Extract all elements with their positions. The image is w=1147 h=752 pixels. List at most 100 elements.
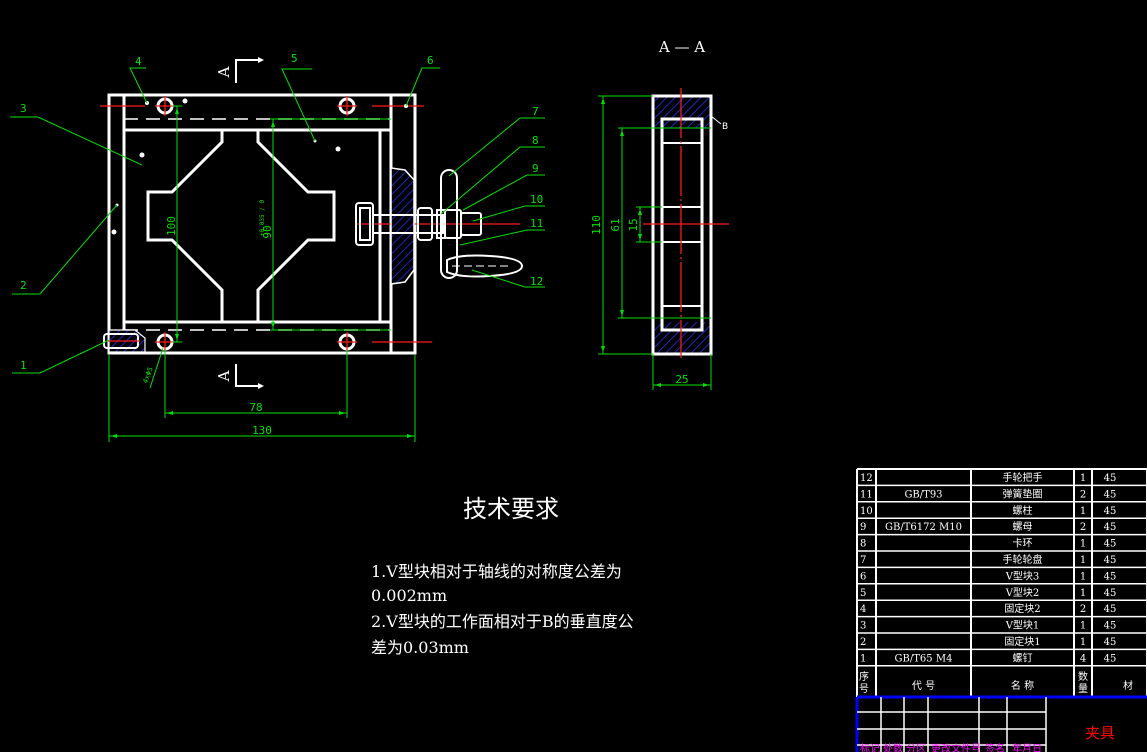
bom-cell-no: 3	[860, 621, 866, 632]
bom-cell-name: 手轮把手	[1003, 471, 1043, 484]
tb-label: 处数	[883, 742, 903, 752]
dim-section-61: 61	[609, 218, 622, 231]
leader-label-5: 5	[291, 52, 298, 65]
leader-label-3: 3	[20, 102, 27, 115]
bom-header-no: 号	[859, 683, 869, 695]
bom-cell-name: 螺母	[1013, 521, 1033, 533]
bom-cell-no: 5	[860, 588, 866, 599]
handwheel-disc	[440, 169, 458, 279]
leader-label-10: 10	[530, 193, 543, 206]
dim-vblock-tolerance: +0.035 / 0	[259, 200, 266, 237]
section-marker-top: A	[215, 57, 264, 83]
leader-label-1: 1	[20, 359, 27, 372]
leader-label-11: 11	[530, 217, 543, 230]
tb-label: 更改文件号	[931, 742, 981, 752]
bom-cell-qty: 2	[1080, 522, 1086, 533]
tech-req-title: 技术要求	[463, 495, 559, 523]
technical-requirements: 技术要求 1.V型块相对于轴线的对称度公差为 0.002mm 2.V型块的工作面…	[371, 495, 634, 657]
bom-cell-material: 45	[1104, 506, 1117, 517]
bom-cell-material: 45	[1104, 571, 1117, 582]
dim-height-100: 100	[165, 216, 178, 236]
section-marker-bottom: A	[215, 364, 264, 389]
tech-req-line: 差为0.03mm	[371, 638, 469, 657]
bom-cell-name: 螺柱	[1013, 504, 1033, 517]
bom-cell-name: V型块3	[1005, 569, 1040, 582]
bom-cell-qty: 1	[1080, 571, 1086, 582]
bom-cell-name: 弹簧垫圈	[1003, 487, 1043, 500]
bom-cell-name: V型块1	[1005, 619, 1040, 632]
bom-cell-material: 45	[1104, 539, 1117, 550]
leader-label-8: 8	[532, 134, 539, 147]
bom-cell-material: 45	[1104, 473, 1117, 484]
leader-label-6: 6	[427, 54, 434, 67]
bom-cell-no: 6	[860, 571, 866, 582]
bom-cell-code: GB/T6172 M10	[885, 522, 962, 533]
front-view	[100, 93, 524, 355]
bom-cell-qty: 1	[1080, 473, 1086, 484]
dim-overall-130: 130	[252, 424, 272, 437]
bom-cell-material: 45	[1104, 604, 1117, 615]
bom-cell-name: V型块2	[1005, 586, 1040, 599]
bom-header-qty: 量	[1078, 683, 1088, 695]
bom-cell-qty: 4	[1080, 653, 1086, 664]
dim-hole-spacing-78: 78	[249, 401, 262, 414]
leader-label-4: 4	[135, 55, 142, 68]
tech-req-line: 1.V型块相对于轴线的对称度公差为	[371, 562, 622, 581]
bom-cell-no: 8	[860, 539, 866, 550]
bom-cell-no: 12	[860, 473, 873, 484]
datum-label: B	[722, 122, 728, 132]
title-block: 夹具 标记 处数 分区 更改文件号 签名 年月日	[855, 695, 1147, 752]
leader-lines	[10, 67, 545, 374]
bom-cell-qty: 1	[1080, 637, 1086, 648]
bom-cell-material: 45	[1104, 555, 1117, 566]
section-marker-label: A	[215, 370, 233, 382]
section-marker-label: A	[215, 66, 233, 78]
bom-cell-qty: 1	[1080, 621, 1086, 632]
bom-header-no: 序	[859, 670, 869, 683]
clamp-boss	[390, 167, 415, 285]
handwheel-handle	[446, 254, 524, 278]
bom-header-name: 名 称	[1011, 679, 1034, 692]
section-title: A — A	[658, 38, 705, 56]
bom-cell-no: 1	[860, 653, 866, 664]
section-view	[643, 88, 729, 358]
bom-cell-name: 固定块1	[1004, 635, 1040, 648]
tb-label: 分区	[906, 743, 926, 752]
bom-cell-qty: 2	[1080, 604, 1086, 615]
tb-label: 年月日	[1012, 742, 1042, 752]
bom-cell-qty: 1	[1080, 506, 1086, 517]
clamp-screw-assembly	[355, 169, 524, 279]
bom-cell-material: 45	[1104, 653, 1117, 664]
bom-cell-no: 9	[860, 522, 866, 533]
v-block-right	[256, 130, 336, 322]
dim-vblock-90: 90	[261, 225, 274, 238]
bom-header-material: 材	[1123, 679, 1133, 692]
section-dimensions	[598, 95, 722, 390]
bom-cell-material: 45	[1104, 522, 1117, 533]
bom-cell-no: 11	[860, 489, 873, 500]
bom-cell-qty: 1	[1080, 588, 1086, 599]
bom-cell-material: 45	[1104, 588, 1117, 599]
tech-req-line: 2.V型块的工作面相对于B的垂直度公	[371, 612, 634, 631]
front-dimensions	[108, 105, 416, 442]
leader-label-7: 7	[532, 105, 539, 118]
dim-holes-4x5: 4xΦ5	[141, 366, 154, 385]
bom-cell-qty: 1	[1080, 555, 1086, 566]
dim-section-15: 15	[627, 218, 640, 231]
bom-cell-material: 45	[1104, 621, 1117, 632]
tb-label: 签名	[985, 742, 1005, 752]
bom-cell-material: 45	[1104, 637, 1117, 648]
bom-cell-name: 卡环	[1013, 537, 1033, 550]
tech-req-line: 0.002mm	[371, 586, 447, 605]
bom-cell-qty: 1	[1080, 539, 1086, 550]
bom-cell-qty: 2	[1080, 489, 1086, 500]
bom-cell-no: 4	[860, 604, 866, 615]
tb-label: 标记	[860, 743, 880, 752]
leader-label-12: 12	[530, 275, 543, 288]
bom-cell-name: 固定块2	[1004, 602, 1040, 615]
bom-cell-name: 手轮轮盘	[1003, 553, 1043, 566]
bom-header-code: 代 号	[912, 680, 935, 692]
bom-cell-no: 7	[860, 555, 866, 566]
